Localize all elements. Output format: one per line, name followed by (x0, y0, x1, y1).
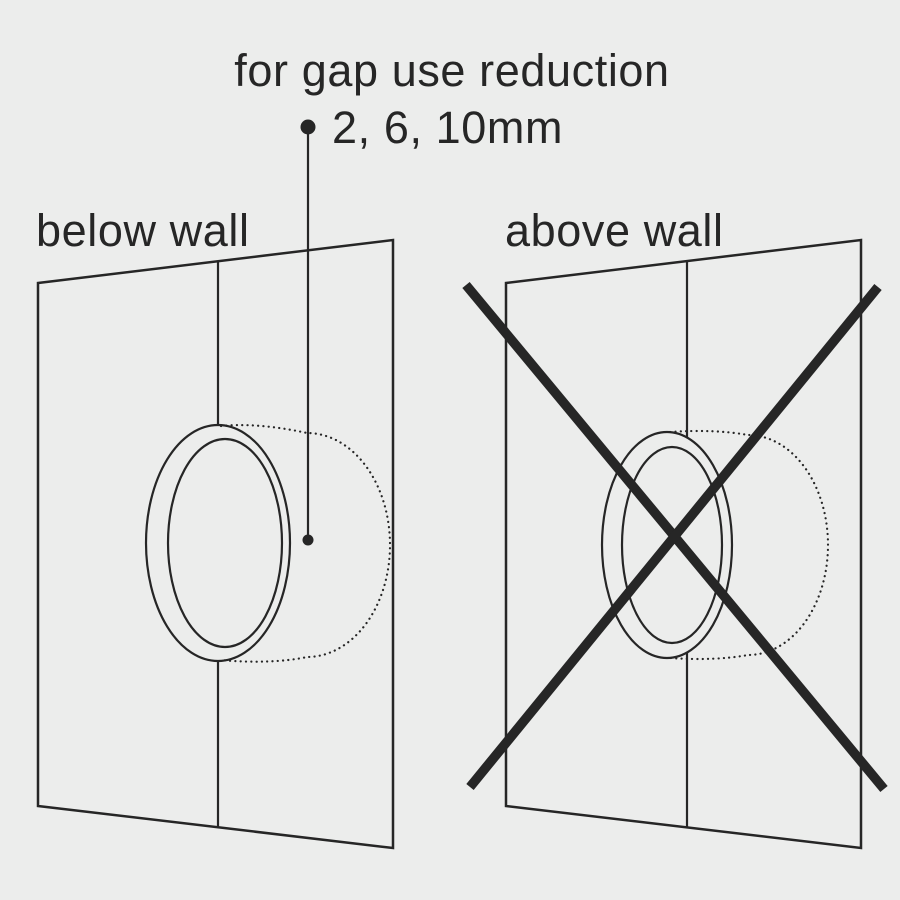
panel-below-label: below wall (36, 205, 250, 256)
wall-outline-right (504, 238, 863, 850)
panel-above-wall: above wall (462, 205, 888, 850)
annotation-line1: for gap use reduction (234, 45, 669, 96)
panel-below-wall: below wall (36, 205, 395, 850)
bullet-dot (300, 119, 316, 135)
prohibition-x-mark (462, 281, 888, 793)
socket-outer-ellipse-left (144, 423, 292, 663)
socket-outer-ellipse-right (600, 430, 734, 660)
wall-outline-left (36, 238, 395, 850)
leader-end-dot (302, 534, 314, 546)
annotation: for gap use reduction 2, 6, 10mm (234, 45, 669, 546)
annotation-line2: 2, 6, 10mm (332, 102, 563, 153)
hidden-depth-dotted-right (668, 429, 830, 661)
panel-above-label: above wall (505, 205, 724, 256)
socket-inner-ellipse-right (620, 445, 724, 645)
prohibition-x-stroke-2 (466, 283, 882, 791)
socket-inner-ellipse-left (166, 437, 284, 649)
